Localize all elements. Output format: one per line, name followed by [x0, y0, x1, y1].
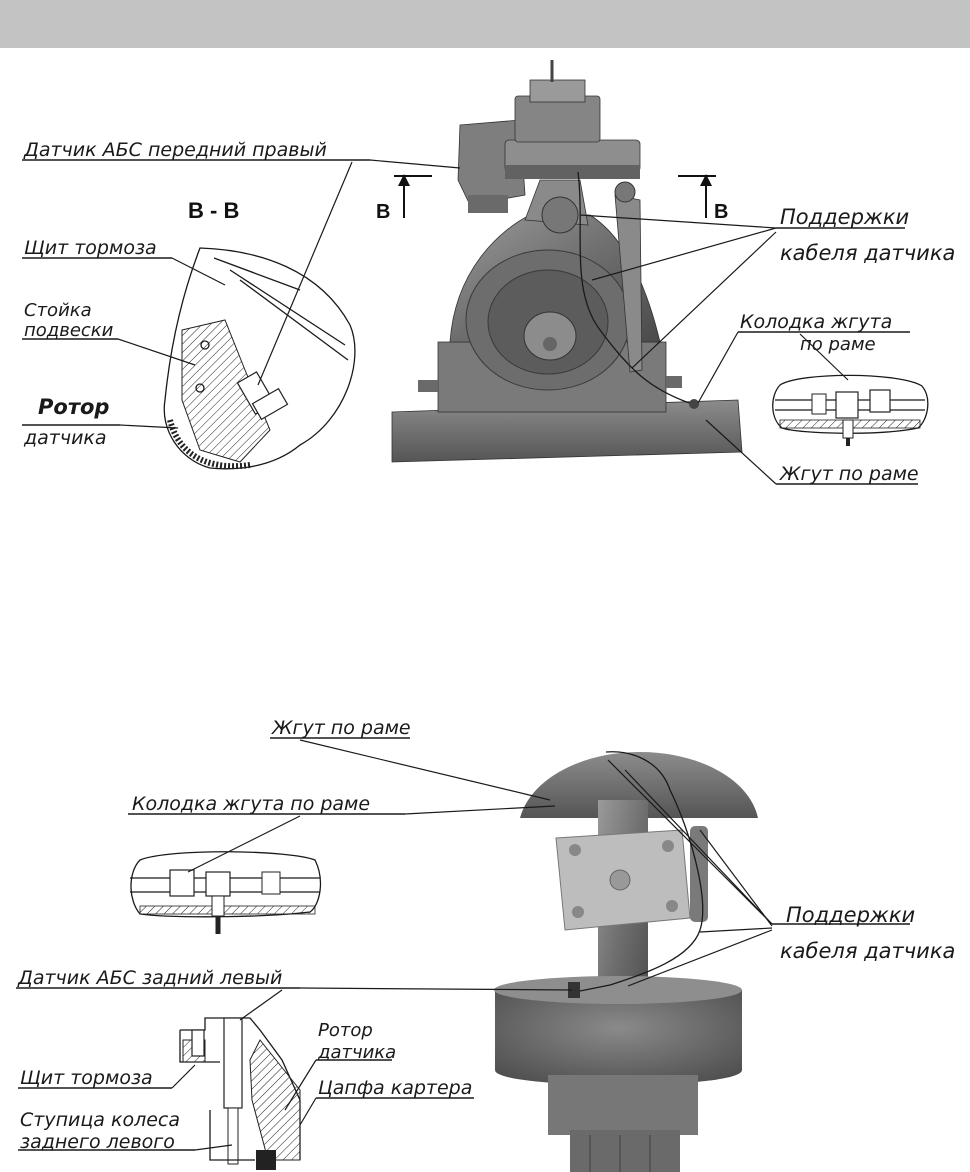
rear-axle-render	[494, 752, 758, 1172]
label-sensor-rotor-bottom-1: Ротор	[318, 1020, 373, 1041]
section-marker-left: В	[376, 201, 390, 223]
section-title: В - В	[188, 198, 239, 223]
label-cable-supports-bottom-1: Поддержки	[786, 903, 915, 927]
harness-block-inset-bottom	[130, 852, 320, 934]
label-frame-harness-top: Жгут по раме	[779, 463, 919, 485]
label-frame-harness-bottom: Жгут по раме	[271, 717, 411, 739]
label-wheel-hub-1: Ступица колеса	[20, 1109, 180, 1131]
section-bb-sketch	[164, 248, 355, 469]
top-diagram: В - В В В Датчик АБС передний правый Щит…	[22, 60, 955, 485]
label-sensor-rotor-bottom-2: датчика	[317, 1042, 396, 1063]
label-brake-shield-top: Щит тормоза	[24, 237, 157, 259]
rear-section-sketch	[180, 1018, 300, 1170]
label-suspension-strut-2: подвески	[24, 320, 114, 341]
label-housing-trunnion: Цапфа картера	[318, 1077, 472, 1099]
label-suspension-strut-1: Стойка	[24, 300, 92, 321]
label-brake-shield-bottom: Щит тормоза	[20, 1067, 153, 1089]
label-cable-supports-top-1: Поддержки	[780, 205, 909, 229]
front-axle-render	[392, 60, 742, 462]
label-harness-block-top-2: по раме	[800, 334, 876, 355]
label-harness-block-top-1: Колодка жгута	[740, 311, 892, 333]
label-harness-block-bottom: Колодка жгута по раме	[132, 793, 370, 815]
bottom-diagram: Жгут по раме Колодка жгута по раме Подде…	[16, 717, 955, 1172]
section-marker-right: В	[714, 201, 728, 223]
label-wheel-hub-2: заднего левого	[20, 1131, 175, 1153]
label-cable-supports-top-2: кабеля датчика	[780, 241, 955, 265]
label-abs-sensor-front-right: Датчик АБС передний правый	[23, 139, 327, 161]
label-abs-sensor-rear-left: Датчик АБС задний левый	[17, 967, 282, 989]
label-cable-supports-bottom-2: кабеля датчика	[780, 939, 955, 963]
harness-block-inset-top	[773, 375, 928, 446]
label-sensor-rotor-top-2: датчика	[23, 427, 107, 449]
label-sensor-rotor-top-1: Ротор	[38, 395, 109, 419]
